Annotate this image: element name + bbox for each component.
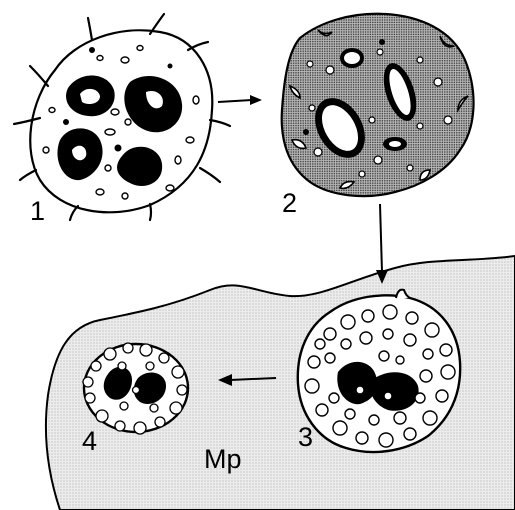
arrow-1-to-2 (218, 95, 262, 105)
cell-1-neutrophil (14, 14, 230, 220)
label-stage-4: 4 (82, 426, 97, 456)
label-macrophage: Mp (204, 444, 242, 474)
label-stage-3: 3 (298, 422, 313, 452)
label-stage-1: 1 (30, 196, 45, 226)
cell-2-vacuolated (282, 14, 474, 196)
cell-4-degraded (83, 343, 188, 434)
arrow-2-to-3 (376, 204, 388, 284)
label-stage-2: 2 (282, 188, 297, 218)
